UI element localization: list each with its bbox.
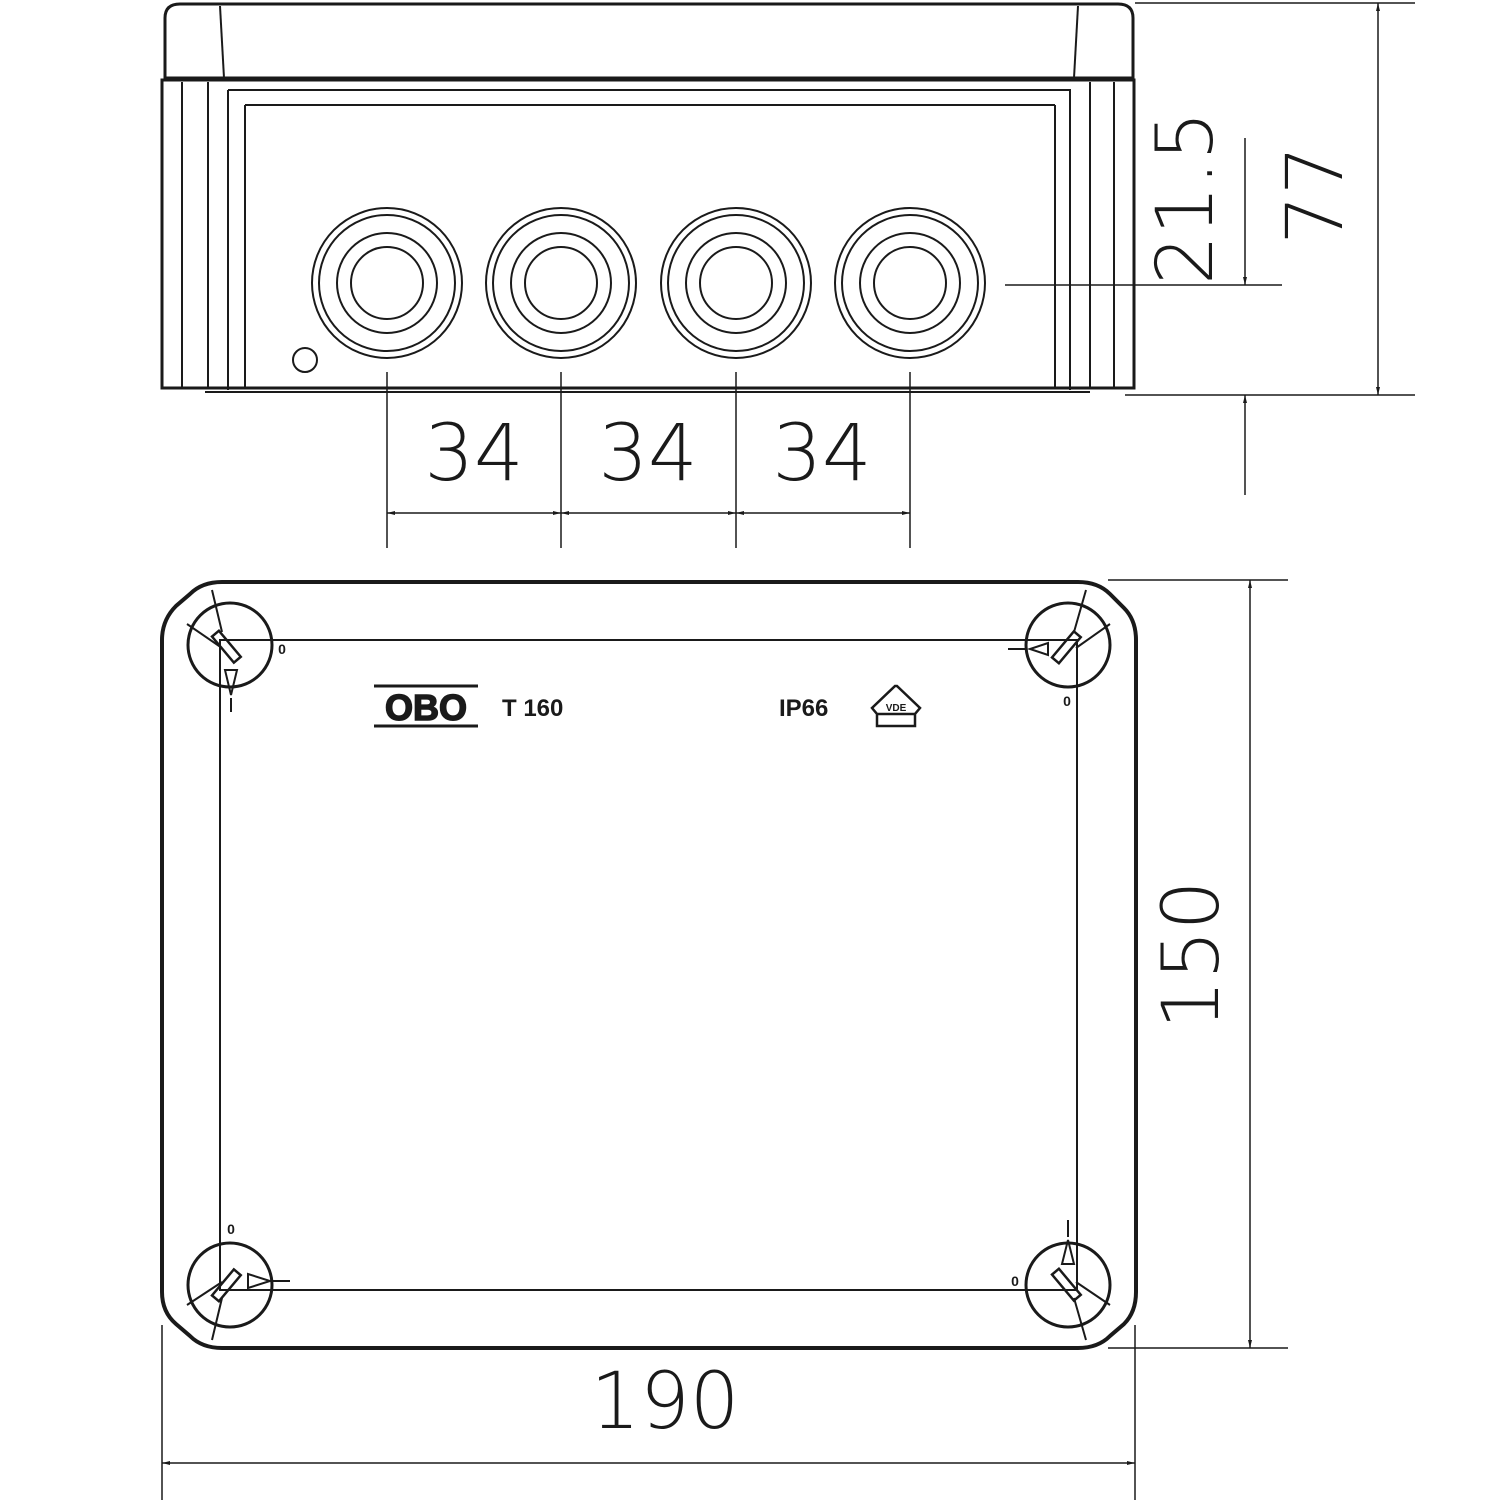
- depth-dimension: 150: [1108, 579, 1288, 1349]
- corner-screw-top-left: [186, 589, 274, 712]
- dim-spacing-1: 34: [424, 409, 523, 499]
- vde-text: VDE: [886, 703, 907, 714]
- cable-gland-4: [834, 207, 986, 359]
- cable-gland-1: [311, 207, 463, 359]
- corner-mark-tl: 0: [278, 641, 286, 657]
- dim-spacing-2: 34: [598, 409, 697, 499]
- lid-outline-top: [160, 580, 1138, 1350]
- protection-label: IP66: [779, 695, 828, 722]
- corner-screw-bottom-right: [1024, 1220, 1112, 1341]
- dim-hole-height: 21.5: [1141, 111, 1231, 285]
- front-view: [160, 2, 1136, 393]
- corner-mark-tr: 0: [1063, 693, 1071, 709]
- cable-gland-3: [660, 207, 812, 359]
- width-dimension: 190: [161, 1325, 1136, 1500]
- corner-screw-top-right: [1008, 589, 1112, 689]
- corner-screw-bottom-left: [186, 1241, 290, 1341]
- dim-total-height: 77: [1271, 145, 1361, 244]
- dim-width: 190: [591, 1357, 740, 1447]
- height-dimensions: 77 21.5: [1005, 2, 1415, 495]
- brand-text: OBO: [385, 687, 467, 728]
- cable-gland-2: [485, 207, 637, 359]
- corner-mark-bl: 0: [227, 1221, 235, 1237]
- dim-depth: 150: [1147, 881, 1237, 1030]
- corner-mark-br: 0: [1011, 1273, 1019, 1289]
- top-view: 0 0 0 0 OBO T 160 IP66 VDE: [160, 580, 1138, 1350]
- hole-spacing-dimensions: 34 34 34: [386, 372, 911, 548]
- drain-icon: [292, 347, 318, 373]
- dim-spacing-3: 34: [772, 409, 871, 499]
- lid-outline: [163, 2, 1135, 80]
- obo-logo: OBO: [374, 684, 478, 729]
- body-outline: [160, 78, 1136, 390]
- lid-inner-outline: [219, 639, 1078, 1291]
- vde-logo: VDE: [870, 684, 922, 728]
- model-label: T 160: [502, 695, 563, 722]
